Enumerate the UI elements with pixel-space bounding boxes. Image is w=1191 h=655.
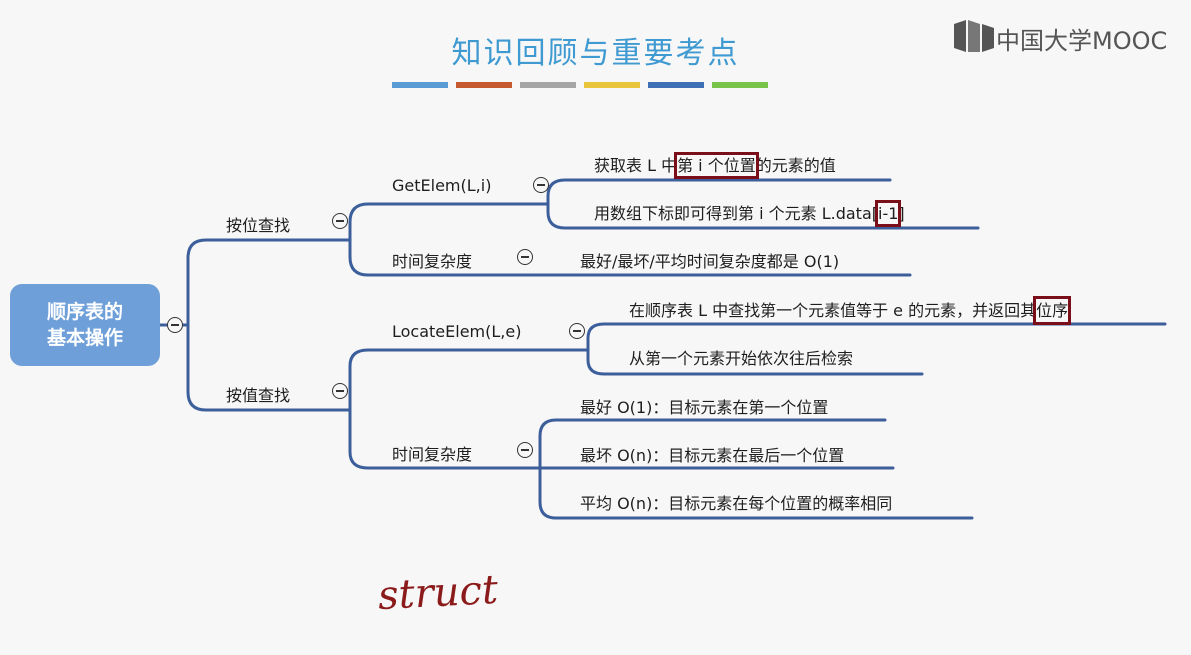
leaf-locateelem-1: 在顺序表 L 中查找第一个元素值等于 e 的元素，并返回其位序 <box>629 296 1072 325</box>
node-by-value: 按值查找 <box>226 386 291 405</box>
collapse-getelem-icon[interactable] <box>533 177 549 193</box>
collapse-root-icon[interactable] <box>167 317 183 333</box>
root-line1: 顺序表的 <box>46 301 123 323</box>
leaf-getelem-2: 用数组下标即可得到第 i 个元素 L.data[i-1] <box>594 200 905 227</box>
node-complexity-1: 时间复杂度 <box>392 252 473 271</box>
title-color-bar <box>456 82 512 88</box>
highlight-box <box>1033 296 1072 325</box>
title-color-bar <box>520 82 576 88</box>
title-color-bar <box>648 82 704 88</box>
leaf-worst-case: 最坏 O(n)：目标元素在最后一个位置 <box>580 446 845 465</box>
node-locateelem: LocateElem(L,e) <box>392 322 522 341</box>
collapse-locateelem-icon[interactable] <box>569 323 585 339</box>
highlight-text: 位序 <box>1036 301 1069 320</box>
highlight-text: i-1 <box>878 204 899 223</box>
leaf-average-case: 平均 O(n)：目标元素在每个位置的概率相同 <box>580 494 893 513</box>
logo-text: 中国大学MOOC <box>996 27 1168 55</box>
root-node: 顺序表的 基本操作 <box>10 284 160 366</box>
leaf-best-case: 最好 O(1)：目标元素在第一个位置 <box>580 398 829 417</box>
collapse-complexity-2-icon[interactable] <box>517 442 533 458</box>
collapse-by-position-icon[interactable] <box>332 213 348 229</box>
mooc-logo <box>952 18 1182 54</box>
highlight-box <box>674 152 759 179</box>
collapse-by-value-icon[interactable] <box>332 383 348 399</box>
highlight-box <box>875 200 902 227</box>
book-icon <box>954 20 994 52</box>
leaf-locateelem-2: 从第一个元素开始依次往后检索 <box>629 349 854 368</box>
leaf-complexity-1: 最好/最坏/平均时间复杂度都是 O(1) <box>580 252 840 271</box>
node-complexity-2: 时间复杂度 <box>392 445 473 464</box>
title-color-bar <box>712 82 768 88</box>
title-color-bar <box>392 82 448 88</box>
node-by-position: 按位查找 <box>226 216 291 235</box>
leaf-getelem-1: 获取表 L 中第 i 个位置的元素的值 <box>594 152 836 179</box>
root-line2: 基本操作 <box>46 327 123 349</box>
highlight-text: 第 i 个位置 <box>677 156 756 175</box>
collapse-complexity-1-icon[interactable] <box>517 249 533 265</box>
node-getelem: GetElem(L,i) <box>392 176 492 195</box>
title-color-bar <box>584 82 640 88</box>
page-title: 知识回顾与重要考点 <box>451 36 740 71</box>
handwritten-note: struct <box>376 566 500 620</box>
